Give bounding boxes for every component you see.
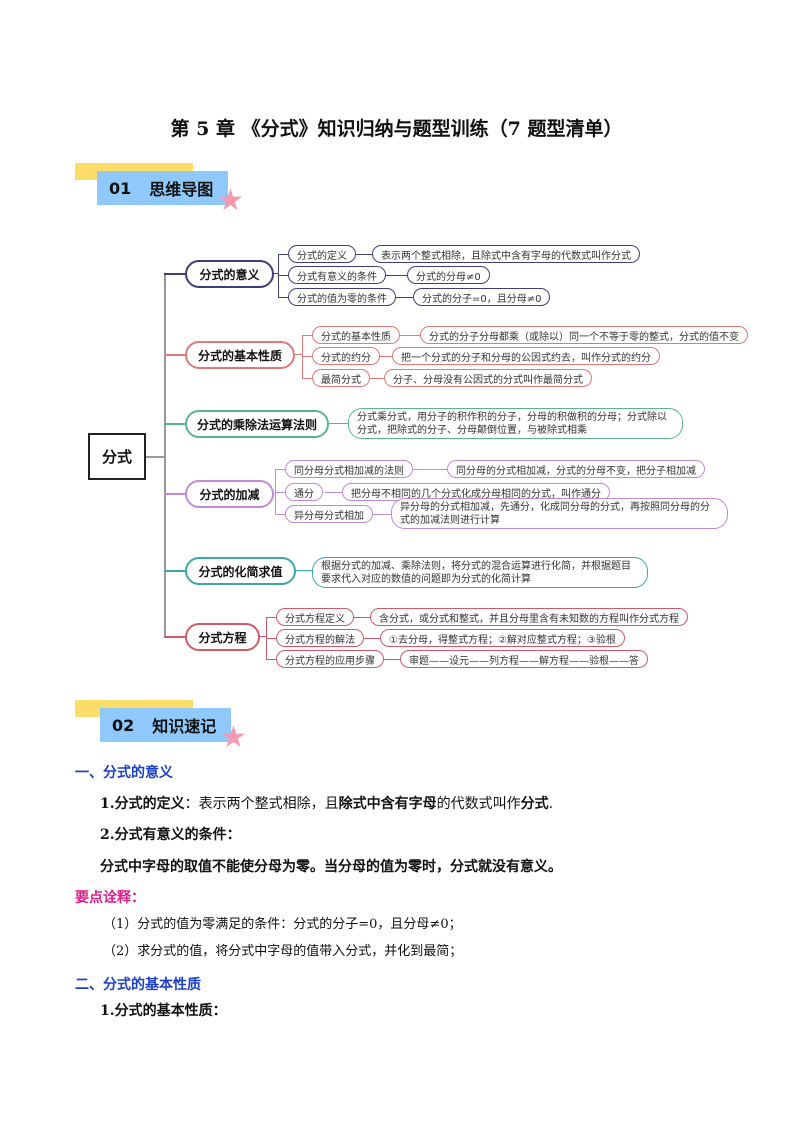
branch-line	[302, 378, 312, 379]
subnode: 最简分式	[312, 369, 370, 387]
leaf: 审题——设元——列方程——解方程——验根——答	[400, 650, 648, 668]
branch-line	[302, 356, 312, 357]
leaf: 分式的分子=0，且分母≠0	[413, 288, 551, 306]
branch-line	[278, 275, 288, 276]
text: ：表示两个整式相除，且	[184, 796, 339, 812]
leaf-line	[329, 423, 348, 424]
text: 的代数式叫作	[436, 796, 521, 812]
key-points-label: 要点诠释：	[75, 890, 145, 906]
key-point-2: （2）求分式的值，将分式中字母的值带入分式，并化到最简；	[103, 944, 463, 959]
text: .	[548, 796, 554, 812]
section-number: 01	[109, 178, 132, 198]
leaf: 同分母的分式相加减，分式的分母不变，把分子相加减	[447, 460, 705, 478]
branch-g3: 分式的乘除法运算法则	[185, 410, 329, 438]
branch-line	[164, 570, 186, 572]
leaf: 分式的分母≠0	[407, 266, 490, 284]
subnode: 分式方程的解法	[276, 629, 364, 647]
term: 1.分式的定义	[100, 796, 185, 812]
branch-line	[164, 493, 186, 495]
subnode: 分式的约分	[312, 347, 380, 365]
subnode: 分式的定义	[288, 245, 356, 263]
branch-line	[274, 273, 278, 274]
branch-g2: 分式的基本性质	[185, 341, 295, 369]
term: 除式中含有字母	[338, 796, 437, 812]
leaf: 把一个分式的分子和分母的公因式约去，叫作分式的约分	[392, 347, 660, 365]
page-title: 第 5 章 《分式》知识归纳与题型训练（7 题型清单）	[170, 118, 623, 140]
leaf: 表示两个整式相除，且除式中含有字母的代数式叫作分式	[372, 245, 640, 263]
leaf: 含分式，或分式和整式，并且分母里含有未知数的方程叫作分式方程	[370, 608, 688, 626]
branch-line	[275, 469, 276, 514]
section-header-notes: 02 知识速记	[100, 708, 231, 742]
branch-line	[266, 638, 276, 639]
mindmap-root: 分式	[88, 433, 146, 480]
term: 分式	[520, 796, 549, 812]
paragraph-condition: 2.分式有意义的条件：	[100, 827, 241, 843]
subnode: 分式的基本性质	[312, 326, 400, 344]
subnode: 同分母分式相加减的法则	[285, 460, 413, 478]
leaf: 分式的分子分母都乘（或除以）同一个不等于零的整式，分式的值不变	[420, 326, 748, 344]
star-icon: ★	[217, 183, 244, 218]
section-label: 思维导图	[149, 180, 214, 199]
subnode: 分式方程的应用步骤	[276, 650, 384, 668]
star-icon: ★	[220, 720, 247, 755]
leaf: ①去分母，得整式方程；②解对应整式方程；③验根	[380, 629, 625, 647]
leaf-line	[296, 570, 312, 571]
branch-line	[275, 469, 285, 470]
leaf: 异分母的分式相加减，先通分，化成同分母的分式，再按照同分母的分式的加减法则进行计…	[391, 498, 728, 529]
branch-g6: 分式方程	[185, 623, 260, 651]
branch-g1: 分式的意义	[185, 260, 274, 288]
connector	[146, 456, 166, 458]
subnode: 分式的值为零的条件	[288, 288, 396, 306]
heading-meaning: 一、分式的意义	[75, 765, 173, 781]
branch-line	[274, 493, 275, 494]
key-point-1: （1）分式的值为零满足的条件：分式的分子=0，且分母≠0；	[103, 917, 462, 932]
heading-basic-property: 二、分式的基本性质	[75, 977, 201, 993]
section-header-mindmap: 01 思维导图	[97, 171, 228, 205]
branch-line	[164, 423, 186, 425]
leaf-g5: 根据分式的加减、乘除法则，将分式的混合运算进行化简，并根据题目要求代入对应的数值…	[312, 557, 648, 588]
subnode: 异分母分式相加	[285, 505, 373, 523]
trunk-line	[164, 274, 166, 638]
branch-line	[164, 273, 186, 275]
branch-line	[275, 492, 285, 493]
branch-line	[302, 335, 312, 336]
branch-line	[266, 617, 276, 618]
branch-line	[275, 514, 285, 515]
branch-line	[266, 659, 276, 660]
branch-line	[295, 354, 302, 355]
leaf: 分子、分母没有公因式的分式叫作最简分式	[384, 369, 592, 387]
subnode: 分式方程定义	[276, 608, 354, 626]
branch-line	[164, 636, 186, 638]
leaf-g3: 分式乘分式，用分子的积作积的分子，分母的积做积的分母；分式除以分式，把除式的分子…	[348, 408, 683, 439]
branch-line	[260, 636, 266, 637]
section-number: 02	[112, 715, 135, 735]
subnode: 通分	[285, 483, 323, 501]
leaf-line	[325, 492, 342, 493]
paragraph-basic-property: 1.分式的基本性质：	[100, 1003, 227, 1019]
branch-g5: 分式的化简求值	[185, 557, 296, 585]
section-label: 知识速记	[152, 717, 217, 736]
branch-g4: 分式的加减	[185, 480, 274, 508]
branch-line	[164, 354, 186, 356]
subnode: 分式有意义的条件	[288, 266, 386, 284]
paragraph-condition-text: 分式中字母的取值不能使分母为零。当分母的值为零时，分式就没有意义。	[100, 859, 562, 875]
paragraph-definition: 1.分式的定义：表示两个整式相除，且除式中含有字母的代数式叫作分式.	[100, 793, 553, 813]
branch-line	[278, 254, 288, 255]
branch-line	[278, 297, 288, 298]
